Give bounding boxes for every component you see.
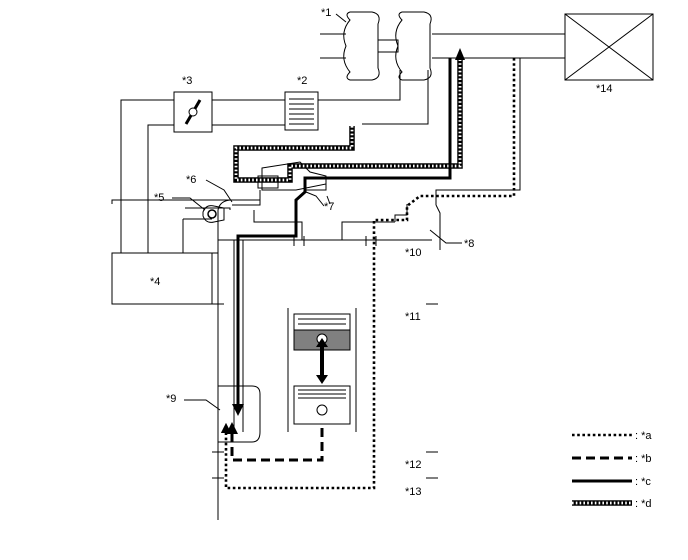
legend-label-a: : *a — [635, 430, 652, 442]
cylinder-piston-assembly — [287, 308, 357, 432]
cylinder-head-cover — [217, 199, 260, 211]
pcv-valve — [202, 205, 225, 223]
callout-5: *5 — [154, 192, 164, 204]
intercooler — [564, 13, 654, 81]
air-cleaner — [284, 91, 319, 131]
callout-6: *6 — [186, 174, 196, 186]
callout-7: *7 — [324, 201, 334, 213]
callout-10: *10 — [405, 247, 422, 259]
callout-8: *8 — [464, 238, 474, 250]
callout-9: *9 — [166, 393, 176, 405]
intake-manifold — [111, 252, 219, 305]
callout-14: *14 — [596, 83, 613, 95]
turbocharger — [343, 11, 432, 81]
callout-3: *3 — [182, 75, 192, 87]
callout-11: *11 — [405, 311, 421, 323]
legend-label-c: : *c — [635, 476, 651, 488]
callout-1: *1 — [321, 7, 331, 19]
legend-label-d: : *d — [635, 498, 652, 510]
callout-leaders — [172, 13, 462, 411]
thin-plumbing-lines — [111, 33, 565, 304]
blowby-routes — [220, 48, 516, 490]
callout-12: *12 — [405, 459, 422, 471]
callout-2: *2 — [297, 75, 307, 87]
callout-4: *4 — [150, 276, 160, 288]
oil-separator — [218, 240, 261, 443]
callout-13: *13 — [405, 486, 422, 498]
throttle-body — [173, 91, 213, 133]
legend-label-b: : *b — [635, 453, 652, 465]
legend: : *a : *b : *c : *d — [572, 430, 652, 510]
